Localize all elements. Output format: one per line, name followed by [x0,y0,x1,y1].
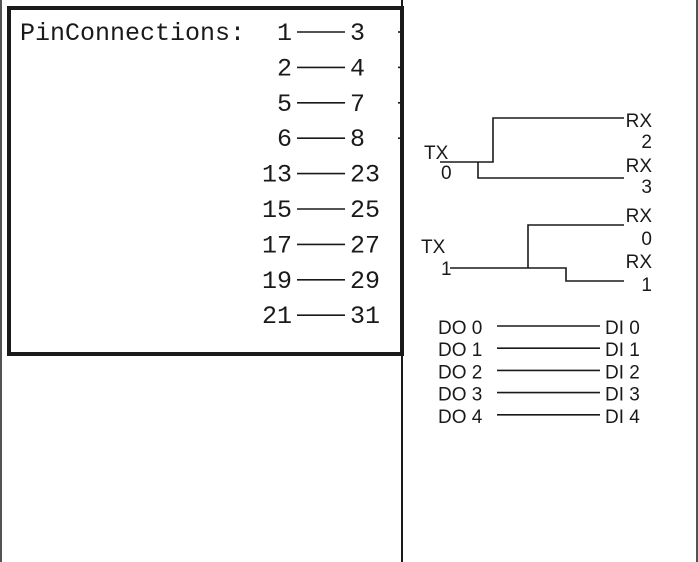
pin-pair-row: 13 23 [262,161,380,190]
tx0-to-rx3-wire [477,162,624,179]
digital-out-label: DO 1 [438,340,482,361]
dio-pair-row: DO 3 DI 3 [438,385,640,406]
tx1-number: 1 [441,259,452,280]
dio-pair-row: DO 4 DI 4 [438,407,640,428]
pin-from: 17 [262,231,292,260]
pin-from: 19 [262,267,292,296]
digital-out-label: DO 3 [438,385,482,406]
digital-out-label: DO 4 [438,407,483,428]
pin-to: 31 [350,302,380,331]
tx0-to-rx2-wire [440,117,624,163]
digital-out-label: DO 2 [438,362,482,383]
digital-out-label: DO 0 [438,318,482,339]
pin-connections-box [7,6,404,356]
digital-in-label: DI 0 [605,318,640,339]
rx0-label: RX [626,206,653,227]
pin-from: 21 [262,302,292,331]
pin-to: 27 [350,231,380,260]
rx0-number: 0 [641,229,652,250]
serial-group-tx1: TX 1 RX 0 RX 1 [421,206,652,296]
rx1-number: 1 [641,275,652,296]
pin-from: 15 [262,196,292,225]
pin-to: 7 [350,90,365,119]
dio-pair-row: DO 1 DI 1 [438,340,640,361]
pin-connections-title: PinConnections: [20,19,245,48]
rx2-number: 2 [641,132,652,153]
tx1-to-rx0-wire [527,224,624,268]
digital-in-label: DI 4 [605,407,640,428]
digital-in-label: DI 2 [605,362,640,383]
tx0-number: 0 [441,163,452,184]
pin-from: 5 [277,90,292,119]
digital-in-label: DI 3 [605,385,640,406]
rx3-label: RX [626,156,653,177]
dio-pair-row: DO 0 DI 0 [438,318,640,339]
pin-from: 1 [277,19,292,48]
serial-group-tx0: TX 0 RX 2 RX 3 [424,111,652,198]
pin-pair-row: 21 31 [262,302,380,331]
pin-to: 4 [350,54,365,83]
digital-in-label: DI 1 [605,340,640,361]
digital-io-list: DO 0 DI 0 DO 1 DI 1 DO 2 DI 2 DO 3 DI 3 DO 4 DI 4 [438,318,640,428]
pin-to: 3 [350,19,365,48]
pin-from: 6 [277,125,292,154]
pin-to: 8 [350,125,365,154]
pin-from: 2 [277,54,292,83]
tx0-label: TX [424,143,449,164]
tx1-label: TX [421,237,446,258]
rx3-number: 3 [641,177,652,198]
rx1-label: RX [626,252,653,273]
pin-from: 13 [262,161,292,190]
pin-to: 25 [350,196,380,225]
tx1-to-rx1-wire [450,267,624,282]
dio-pair-row: DO 2 DI 2 [438,362,640,383]
pin-to: 29 [350,267,380,296]
rx2-label: RX [626,111,653,132]
pin-to: 23 [350,161,380,190]
